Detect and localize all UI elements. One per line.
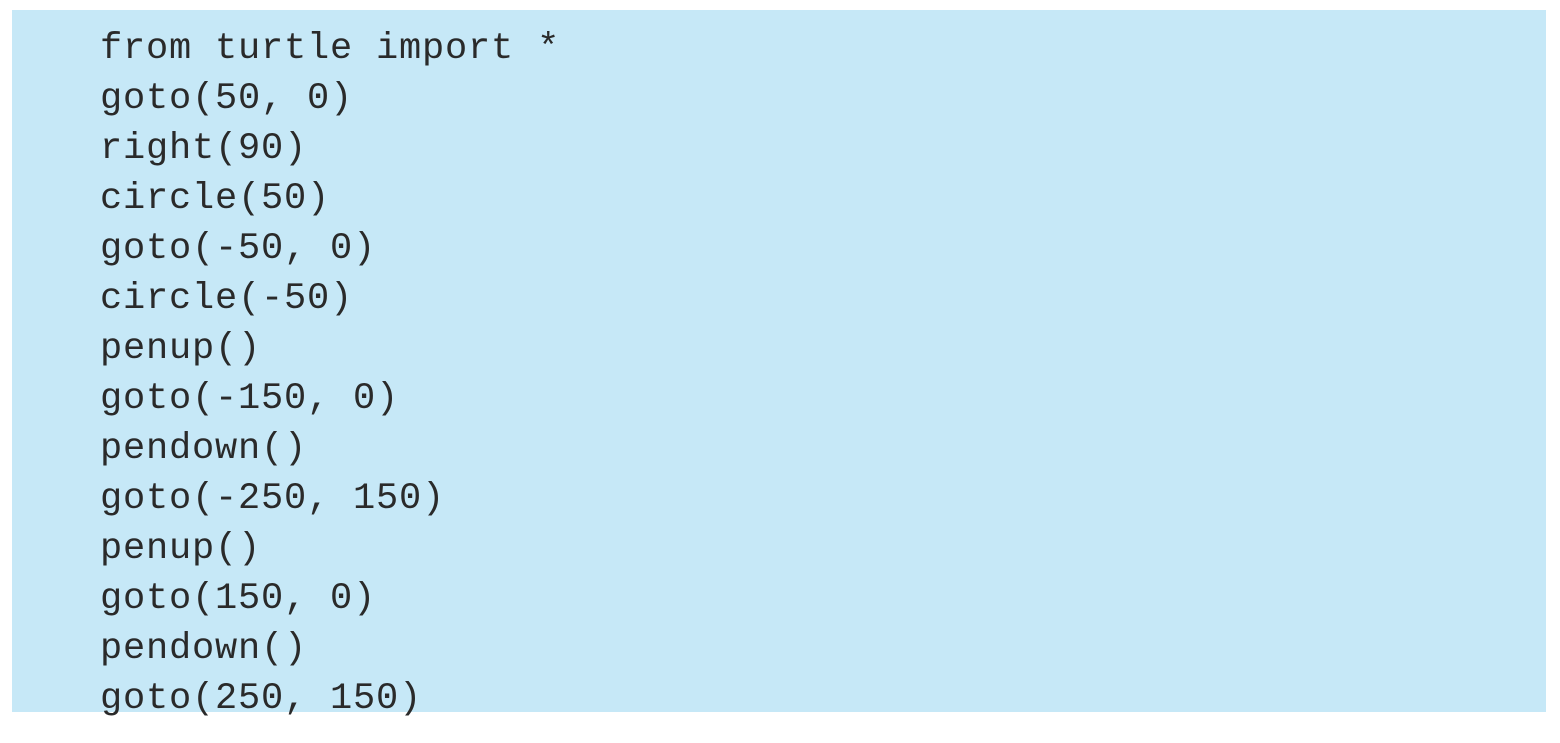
code-line-1: from turtle import * — [100, 28, 561, 70]
code-line-4: circle(50) — [100, 178, 331, 220]
code-line-3: right(90) — [100, 128, 308, 170]
code-line-6: circle(-50) — [100, 278, 354, 320]
code-block: from turtle import * goto(50, 0) right(9… — [100, 24, 560, 743]
code-line-13: pendown() — [100, 628, 308, 670]
code-line-7: penup() — [100, 328, 262, 370]
code-line-8: goto(-150, 0) — [100, 378, 400, 420]
code-line-11: penup() — [100, 528, 262, 570]
code-line-5: goto(-50, 0) — [100, 228, 377, 270]
code-line-2: goto(50, 0) — [100, 78, 354, 120]
code-line-12: goto(150, 0) — [100, 578, 377, 620]
code-line-10: goto(-250, 150) — [100, 478, 446, 520]
code-panel: from turtle import * goto(50, 0) right(9… — [12, 10, 1546, 720]
code-line-14: goto(250, 150) — [100, 678, 423, 720]
code-line-9: pendown() — [100, 428, 308, 470]
